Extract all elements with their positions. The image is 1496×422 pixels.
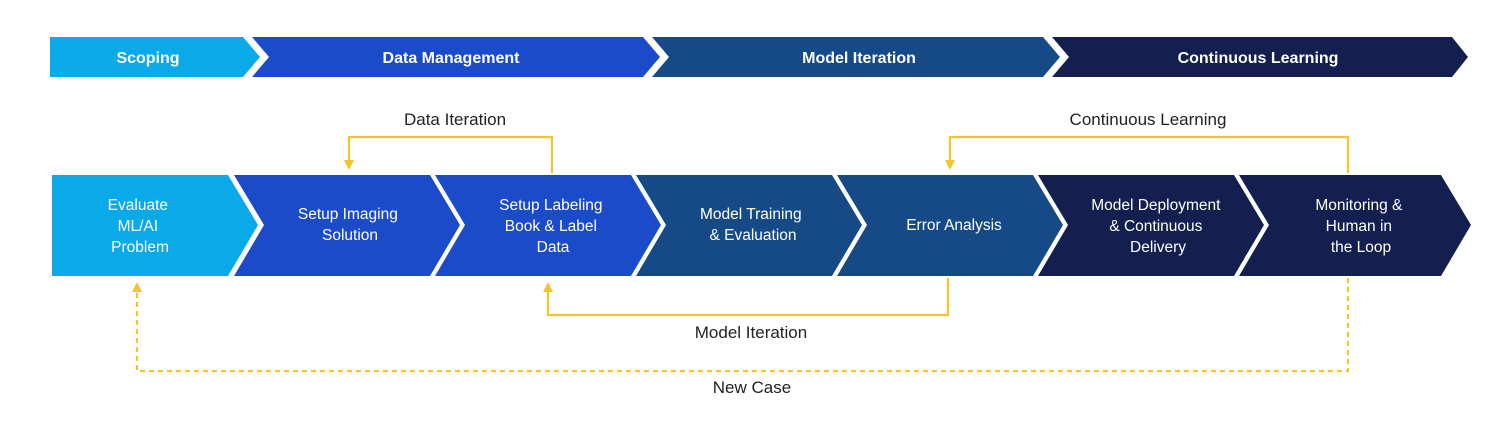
phase-continuous-learning-label: Continuous Learning xyxy=(1178,50,1339,67)
phase-model-iteration: Model Iteration xyxy=(652,37,1060,77)
model-iteration-label: Model Iteration xyxy=(695,323,807,342)
step-evaluate-problem-label: Evaluate ML/AI Problem xyxy=(108,197,173,256)
step-model-deployment: Model Deployment & Continuous Delivery xyxy=(1038,175,1264,276)
step-evaluate-problem-shape xyxy=(52,175,258,276)
step-model-training-shape xyxy=(636,175,862,276)
step-setup-imaging: Setup Imaging Solution xyxy=(234,175,460,276)
new-case-label: New Case xyxy=(713,378,791,397)
new-case-arrow xyxy=(132,278,1350,373)
loop-arrows xyxy=(132,135,1350,373)
step-model-training: Model Training & Evaluation xyxy=(636,175,862,276)
phase-data-management-shape xyxy=(252,37,660,77)
phase-banner: Scoping Data Management Model Iteration … xyxy=(50,37,1468,77)
phase-data-management-label: Data Management xyxy=(383,50,521,67)
phase-scoping: Scoping xyxy=(50,37,260,77)
step-monitoring-shape xyxy=(1239,175,1471,276)
data-iteration-label: Data Iteration xyxy=(404,110,506,129)
continuous-learning-label: Continuous Learning xyxy=(1070,110,1227,129)
step-setup-labeling-shape xyxy=(435,175,661,276)
step-monitoring-label: Monitoring & Human in the Loop xyxy=(1315,197,1406,256)
step-error-analysis-label: Error Analysis xyxy=(906,217,1002,234)
step-chevrons: Evaluate ML/AI Problem Setup Imaging Sol… xyxy=(52,175,1471,276)
step-setup-labeling: Setup Labeling Book & Label Data xyxy=(435,175,661,276)
model-iteration-arrow xyxy=(543,278,950,317)
step-model-deployment-shape xyxy=(1038,175,1264,276)
continuous-learning-arrow xyxy=(945,135,1350,173)
data-iteration-arrow xyxy=(344,135,554,173)
step-setup-imaging-label: Setup Imaging Solution xyxy=(298,206,402,244)
step-model-training-label: Model Training & Evaluation xyxy=(700,206,806,244)
step-setup-imaging-shape xyxy=(234,175,460,276)
phase-continuous-learning: Continuous Learning xyxy=(1052,37,1468,77)
step-error-analysis-shape xyxy=(837,175,1063,276)
phase-model-iteration-shape xyxy=(652,37,1060,77)
step-model-deployment-label: Model Deployment & Continuous Delivery xyxy=(1091,197,1225,256)
step-evaluate-problem: Evaluate ML/AI Problem xyxy=(52,175,258,276)
step-setup-labeling-label: Setup Labeling Book & Label Data xyxy=(499,197,607,256)
phase-continuous-learning-shape xyxy=(1052,37,1468,77)
phase-model-iteration-label: Model Iteration xyxy=(802,50,916,67)
phase-scoping-shape xyxy=(50,37,260,77)
phase-scoping-label: Scoping xyxy=(116,50,179,67)
phase-data-management: Data Management xyxy=(252,37,660,77)
step-monitoring: Monitoring & Human in the Loop xyxy=(1239,175,1471,276)
step-error-analysis: Error Analysis xyxy=(837,175,1063,276)
